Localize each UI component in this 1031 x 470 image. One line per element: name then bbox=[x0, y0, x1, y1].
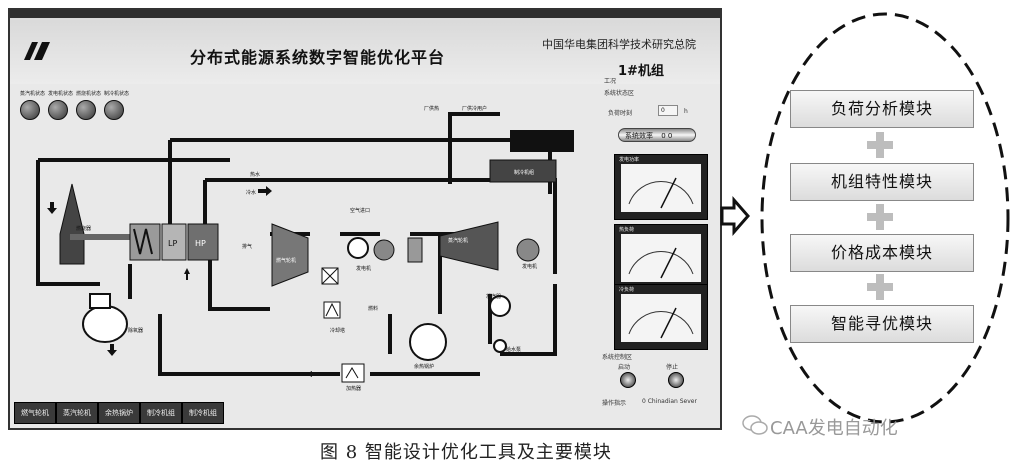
gauge-face bbox=[621, 164, 701, 212]
unit-title: 1#机组 bbox=[618, 64, 664, 79]
lp-block bbox=[161, 223, 187, 261]
module-load-analysis: 负荷分析模块 bbox=[790, 90, 974, 128]
svg-text:加热器: 加热器 bbox=[346, 385, 361, 392]
svg-text:除氧器: 除氧器 bbox=[128, 327, 143, 334]
app-title: 分布式能源系统数字智能优化平台 bbox=[190, 48, 446, 67]
modules-dashed-oval bbox=[760, 12, 1010, 424]
steam-turbine-icon bbox=[439, 221, 499, 271]
svg-text:凝汽器: 凝汽器 bbox=[486, 293, 501, 300]
counter-value: 0 0 bbox=[661, 132, 673, 140]
cooling-gauge: 冷负荷 bbox=[614, 284, 708, 350]
footer-value: 0 Chinadian Sever bbox=[642, 398, 697, 405]
gauge-dial-icon bbox=[628, 307, 694, 339]
deaerator-icon bbox=[82, 305, 128, 343]
tab-boiler[interactable]: 余热锅炉 bbox=[98, 402, 140, 424]
tab-chiller[interactable]: 制冷机组 bbox=[140, 402, 182, 424]
time-unit: h bbox=[684, 108, 688, 115]
app-header: 分布式能源系统数字智能优化平台 中国华电集团科学技术研究总院 1#机组 bbox=[10, 18, 720, 84]
svg-text:燃烧器: 燃烧器 bbox=[76, 225, 91, 232]
footer-label: 操作指示 bbox=[602, 400, 627, 407]
svg-text:蒸汽轮机: 蒸汽轮机 bbox=[448, 237, 468, 244]
plus-icon bbox=[865, 202, 895, 232]
svg-text:冷水: 冷水 bbox=[246, 189, 256, 196]
svg-text:厂供热: 厂供热 bbox=[424, 105, 439, 112]
status-light-label: 发电机状态 bbox=[48, 91, 74, 97]
mode-label: 工况 bbox=[604, 78, 617, 85]
module-unit-characteristics: 机组特性模块 bbox=[790, 163, 974, 201]
svg-text:冷却塔: 冷却塔 bbox=[330, 327, 345, 334]
organization-name: 中国华电集团科学技术研究总院 bbox=[542, 38, 696, 51]
status-area-label: 系统状态区 bbox=[604, 90, 635, 97]
svg-text:燃料: 燃料 bbox=[368, 305, 378, 312]
gauge-dial-icon bbox=[628, 177, 694, 209]
module-intelligent-optimization: 智能寻优模块 bbox=[790, 305, 974, 343]
start-label: 启动 bbox=[618, 364, 631, 371]
gauge-face bbox=[621, 234, 701, 282]
svg-text:厂供冷用户: 厂供冷用户 bbox=[462, 105, 487, 112]
side-panel: 工况 系统状态区 负荷时刻 0 h 系统效率 0 0 发电功率 热负荷 bbox=[598, 70, 718, 410]
boiler-icon bbox=[409, 323, 447, 361]
status-light-label: 燃烧机状态 bbox=[76, 91, 102, 97]
tab-chiller-2[interactable]: 制冷机组 bbox=[182, 402, 224, 424]
efficiency-counter: 系统效率 0 0 bbox=[618, 128, 696, 142]
svg-text:发电机: 发电机 bbox=[522, 263, 537, 270]
module-price-cost: 价格成本模块 bbox=[790, 234, 974, 272]
platform-window: 分布式能源系统数字智能优化平台 中国华电集团科学技术研究总院 1#机组 蒸汽机状… bbox=[8, 8, 722, 430]
watermark-text: CAA发电自动化 bbox=[770, 418, 898, 439]
gauge-dial-icon bbox=[628, 247, 694, 279]
hp-block bbox=[187, 223, 219, 261]
figure-caption: 图 8 智能设计优化工具及主要模块 bbox=[320, 442, 612, 463]
heater-icon bbox=[341, 363, 365, 383]
time-input[interactable]: 0 bbox=[658, 105, 678, 116]
status-light bbox=[20, 100, 40, 120]
chiller-block bbox=[510, 130, 574, 152]
gauge-face bbox=[621, 294, 701, 342]
tab-steam-turbine[interactable]: 蒸汽轮机 bbox=[56, 402, 98, 424]
wechat-icon bbox=[742, 415, 768, 435]
tab-gas-turbine[interactable]: 燃气轮机 bbox=[14, 402, 56, 424]
window-titlebar bbox=[10, 10, 720, 18]
plus-icon bbox=[865, 272, 895, 302]
svg-text:给水泵: 给水泵 bbox=[506, 346, 521, 353]
svg-text:热水: 热水 bbox=[250, 171, 260, 178]
status-light-label: 制冷机状态 bbox=[104, 91, 130, 97]
heat-gauge: 热负荷 bbox=[614, 224, 708, 290]
stop-label: 停止 bbox=[666, 364, 679, 371]
power-gauge: 发电功率 bbox=[614, 154, 708, 220]
svg-text:制冷机组: 制冷机组 bbox=[514, 169, 534, 176]
svg-text:排气: 排气 bbox=[242, 243, 252, 250]
stop-knob[interactable] bbox=[668, 372, 684, 388]
status-light-label: 蒸汽机状态 bbox=[20, 91, 46, 97]
counter-label: 系统效率 bbox=[625, 132, 653, 140]
gas-turbine-icon bbox=[271, 223, 309, 287]
svg-text:余热锅炉: 余热锅炉 bbox=[414, 363, 434, 370]
start-knob[interactable] bbox=[620, 372, 636, 388]
svg-text:空气进口: 空气进口 bbox=[350, 207, 370, 214]
gauge-title: 发电功率 bbox=[619, 157, 640, 163]
generator-icon bbox=[516, 238, 540, 262]
svg-text:燃气轮机: 燃气轮机 bbox=[276, 257, 296, 264]
plus-icon bbox=[865, 130, 895, 160]
hp-label: HP bbox=[195, 239, 206, 248]
logo-icon bbox=[24, 42, 50, 60]
gauge-title: 冷负荷 bbox=[619, 287, 635, 293]
lp-label: LP bbox=[168, 239, 177, 248]
control-area-label: 系统控制区 bbox=[602, 354, 633, 361]
status-light bbox=[104, 100, 124, 120]
process-flow-diagram: LP HP 燃烧器 除氧器 排气 燃气轮机 发电机 空气进口 冷却塔 bbox=[36, 105, 574, 392]
arrow-right-icon bbox=[720, 196, 750, 236]
status-light bbox=[76, 100, 96, 120]
svg-text:发电机: 发电机 bbox=[356, 265, 371, 272]
generator-icon bbox=[373, 239, 395, 261]
status-light bbox=[48, 100, 68, 120]
time-label: 负荷时刻 bbox=[608, 110, 633, 117]
chimney-icon bbox=[59, 183, 85, 265]
gauge-title: 热负荷 bbox=[619, 227, 635, 233]
